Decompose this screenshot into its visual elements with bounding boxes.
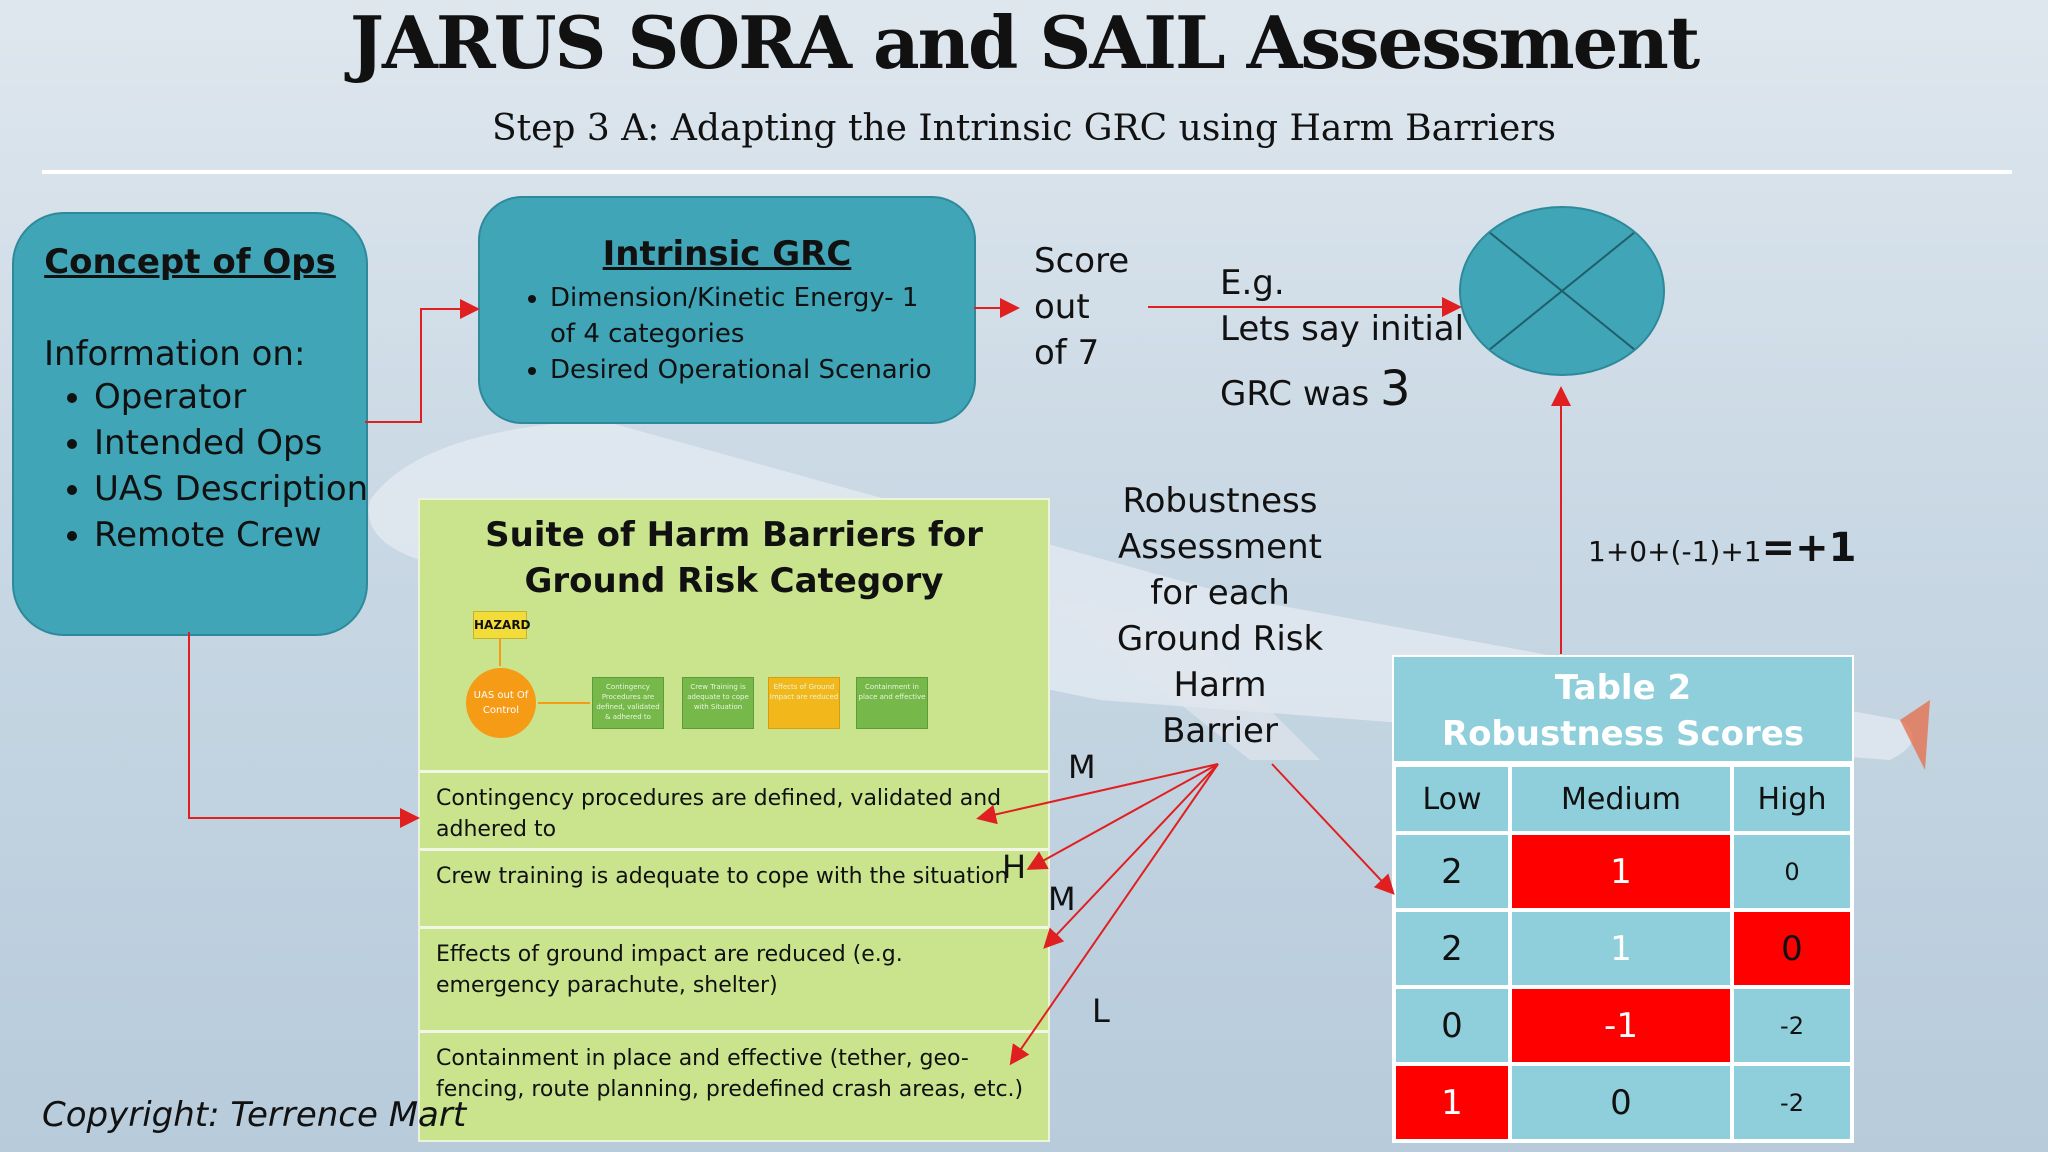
- barrier-row: Crew training is adequate to cope with t…: [420, 848, 1048, 929]
- list-item: Operator: [94, 374, 384, 420]
- list-item: Remote Crew: [94, 512, 384, 558]
- rating-letter: M: [1068, 748, 1096, 786]
- example-line: Lets say initial: [1220, 309, 1465, 349]
- concept-of-ops-box: Concept of Ops Information on: Operator …: [12, 212, 368, 636]
- table-header: Medium: [1510, 765, 1732, 833]
- score-line: Score: [1034, 241, 1130, 281]
- robustness-line: Robustness: [1122, 481, 1318, 521]
- rating-letter: M: [1048, 880, 1076, 918]
- table-cell: 0: [1732, 833, 1852, 910]
- formula-expression: 1+0+(-1)+1: [1588, 535, 1762, 568]
- robustness-line: Barrier: [1162, 711, 1278, 751]
- initial-grc-value: 3: [1380, 361, 1411, 417]
- uas-out-of-control-node: UAS out Of Control: [466, 668, 536, 738]
- divider: [42, 170, 2012, 174]
- info-label: Information on:: [44, 334, 306, 374]
- barrier-row: Containment in place and effective (teth…: [420, 1030, 1048, 1143]
- harm-barriers-heading: Suite of Harm Barriers for Ground Risk C…: [485, 515, 983, 601]
- score-line: of 7: [1034, 333, 1100, 373]
- barrier-row: Effects of ground impact are reduced (e.…: [420, 926, 1048, 1033]
- mini-barrier-box: Containment in place and effective: [856, 677, 928, 729]
- intrinsic-grc-list: Dimension/Kinetic Energy- 1 of 4 categor…: [500, 280, 950, 388]
- mini-barrier-box: Crew Training is adequate to cope with S…: [682, 677, 754, 729]
- table-cell: 0: [1510, 1064, 1732, 1141]
- barrier-text: Crew training is adequate to cope with t…: [436, 864, 1009, 889]
- example-line: GRC was: [1220, 374, 1370, 414]
- table-cell: -2: [1732, 1064, 1852, 1141]
- page-subtitle: Step 3 A: Adapting the Intrinsic GRC usi…: [491, 108, 1556, 149]
- table-cell-highlighted: 1: [1510, 833, 1732, 910]
- table-cell: 2: [1394, 833, 1510, 910]
- rating-letter: L: [1092, 992, 1110, 1030]
- mini-barrier-box: Effects of Ground Impact are reduced: [768, 677, 840, 729]
- table-cell-highlighted: 0: [1732, 910, 1852, 987]
- robustness-table: Table 2 Robustness Scores Low Medium Hig…: [1392, 655, 1854, 1143]
- example-line: E.g.: [1220, 263, 1285, 303]
- concept-of-ops-list: Operator Intended Ops UAS Description Re…: [44, 374, 384, 558]
- table-title: Table 2 Robustness Scores: [1394, 665, 1852, 757]
- hazard-node: HAZARD: [473, 611, 531, 639]
- robustness-line: for each: [1150, 573, 1290, 613]
- robustness-line: Harm: [1173, 665, 1267, 705]
- table-divider: [1394, 761, 1852, 765]
- table-cell-highlighted: 1: [1394, 1064, 1510, 1141]
- list-item: Dimension/Kinetic Energy- 1 of 4 categor…: [550, 280, 950, 352]
- copyright: Copyright: Terrence Mart: [42, 1095, 467, 1135]
- barrier-row: Contingency procedures are defined, vali…: [420, 770, 1048, 851]
- intrinsic-grc-heading: Intrinsic GRC: [602, 234, 852, 274]
- list-item: UAS Description: [94, 466, 384, 512]
- score-line: out: [1034, 287, 1090, 327]
- intrinsic-grc-box: Intrinsic GRC Dimension/Kinetic Energy- …: [478, 196, 976, 424]
- harm-barriers-box: Suite of Harm Barriers for Ground Risk C…: [418, 498, 1050, 1142]
- example-text: E.g. Lets say initial GRC was 3: [1220, 260, 1464, 417]
- combiner-circle: [1459, 206, 1665, 376]
- table-header: High: [1732, 765, 1852, 833]
- table-title-line: Table 2: [1554, 668, 1692, 708]
- table-cell: 1: [1510, 910, 1732, 987]
- list-item: Desired Operational Scenario: [550, 352, 950, 388]
- barrier-text: Containment in place and effective (teth…: [436, 1046, 1024, 1102]
- table-cell: -2: [1732, 987, 1852, 1064]
- table-cell: 0: [1394, 987, 1510, 1064]
- list-item: Intended Ops: [94, 420, 384, 466]
- uas-node-label: UAS out Of Control: [473, 690, 529, 716]
- table-cell-highlighted: -1: [1510, 987, 1732, 1064]
- barrier-text: Contingency procedures are defined, vali…: [436, 786, 1002, 842]
- score-label: Score out of 7: [1034, 238, 1129, 376]
- cross-icon: [1488, 231, 1636, 351]
- robustness-line: Ground Risk: [1116, 619, 1324, 659]
- formula: 1+0+(-1)+1=+1: [1588, 525, 1856, 571]
- rating-letter: H: [1002, 848, 1027, 886]
- table-cell: 2: [1394, 910, 1510, 987]
- concept-of-ops-heading: Concept of Ops: [44, 242, 336, 282]
- robustness-line: Assessment: [1118, 527, 1322, 567]
- robustness-label: Robustness Assessment for each Ground Ri…: [1100, 478, 1340, 754]
- page-title: JARUS SORA and SAIL Assessment: [349, 0, 1700, 85]
- barrier-text: Effects of ground impact are reduced (e.…: [436, 942, 903, 998]
- mini-barrier-box: Contingency Procedures are defined, vali…: [592, 677, 664, 729]
- table-subtitle-line: Robustness Scores: [1441, 714, 1805, 754]
- table-header: Low: [1394, 765, 1510, 833]
- formula-result: =+1: [1761, 525, 1857, 571]
